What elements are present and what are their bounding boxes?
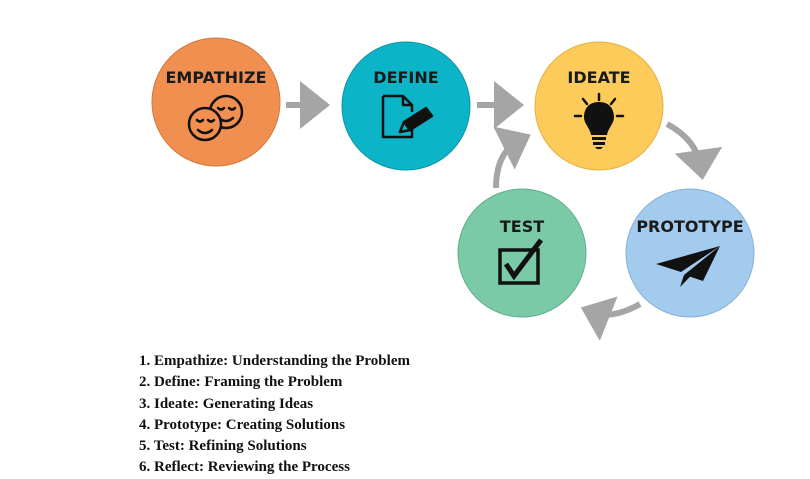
arrow-prototype-to-test [580, 296, 642, 340]
stage-circle [457, 188, 587, 318]
stage-label: DEFINE [373, 68, 438, 87]
list-item: 5. Test: Refining Solutions [139, 438, 307, 455]
design-thinking-diagram: EMPATHIZE DEFINE IDEATE [151, 37, 755, 340]
stage-empathize: EMPATHIZE [151, 37, 281, 167]
stage-ideate: IDEATE [534, 41, 664, 171]
stage-prototype: PROTOTYPE [625, 188, 755, 318]
checkbox-icon [498, 238, 543, 285]
flow-arrows [286, 81, 723, 340]
steps-list: 1. Empathize: Understanding the Problem … [139, 351, 410, 479]
lightbulb-icon [573, 92, 625, 149]
list-item: 3. Ideate: Generating Ideas [139, 395, 314, 412]
faces-icon [187, 94, 244, 142]
list-item: 4. Prototype: Creating Solutions [139, 416, 346, 433]
arrow-ideate-to-prototype [665, 121, 723, 180]
arrow-test-to-ideate [493, 126, 531, 189]
stage-define: DEFINE [341, 41, 471, 171]
list-item: 6. Reflect: Reviewing the Process [139, 459, 350, 476]
stage-test: TEST [457, 188, 587, 318]
list-item: 2. Define: Framing the Problem [139, 374, 343, 391]
document-pencil-icon [381, 94, 434, 139]
stage-label: TEST [500, 217, 544, 236]
paper-plane-icon [656, 246, 720, 287]
stage-label: EMPATHIZE [165, 68, 266, 87]
stage-label: PROTOTYPE [636, 217, 743, 236]
stage-label: IDEATE [567, 68, 630, 87]
stage-circle [625, 188, 755, 318]
list-item: 1. Empathize: Understanding the Problem [139, 353, 410, 369]
